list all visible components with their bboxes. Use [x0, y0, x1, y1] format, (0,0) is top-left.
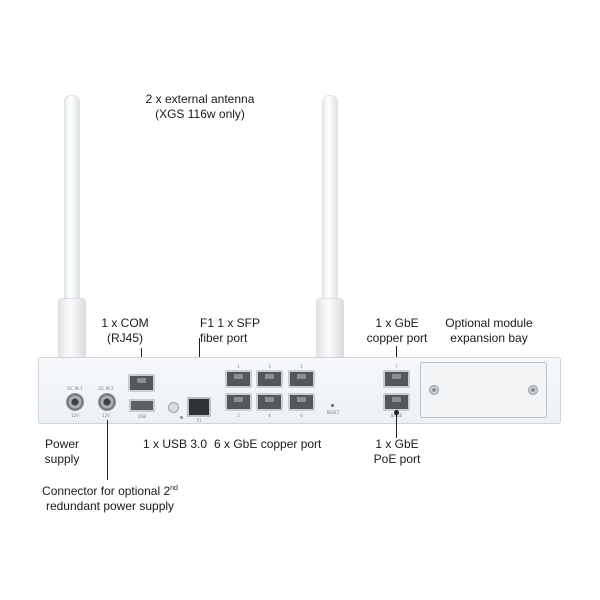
poe-label: 1 x GbE PoE port [360, 437, 434, 467]
dc-in-1-connector [66, 393, 84, 411]
sfp-label: F1 1 x SFP fiber port [200, 316, 260, 346]
port-number-3: 3 [268, 364, 271, 369]
gbe-port-7[interactable] [383, 370, 410, 388]
usb-port[interactable] [129, 399, 155, 412]
usb-label: 1 x USB 3.0 [143, 437, 208, 451]
poe-leader-dot [394, 410, 399, 415]
com-label: 1 x COM (RJ45) [95, 316, 155, 346]
status-led [180, 416, 183, 419]
left-antenna [64, 95, 80, 312]
reset-button[interactable] [331, 404, 334, 407]
power-label-line2: supply [44, 452, 80, 466]
gbe-port-4[interactable] [256, 393, 283, 411]
connector-label-line2: redundant power supply [45, 499, 175, 513]
usb-tag: USB [137, 414, 147, 419]
com-label-line1: 1 x COM [101, 316, 149, 330]
gbe-copper-label-line2: copper port [366, 331, 428, 345]
antenna-label: 2 x external antenna (XGS 116w only) [140, 92, 260, 122]
sfp-label-line1: F1 1 x SFP [200, 316, 261, 330]
poe-port-8[interactable] [383, 393, 410, 411]
poe-leader-line [396, 412, 398, 438]
right-antenna-base [316, 298, 344, 360]
connector-label-sup: nd [170, 485, 178, 492]
port-number-1: 1 [237, 364, 240, 369]
com-port[interactable] [128, 374, 155, 392]
port-number-4: 4 [268, 413, 271, 418]
com-label-line2: (RJ45) [106, 331, 143, 345]
connector-label: Connector for optional 2nd redundant pow… [30, 481, 190, 514]
appliance-back-panel: DC IN 1 12V DC IN 2 12V USB F1 1 3 5 2 4… [38, 357, 561, 424]
sfp-label-line2: fiber port [200, 331, 248, 345]
antenna-label-line2: (XGS 116w only) [155, 107, 245, 121]
gbe-port-2[interactable] [225, 393, 252, 411]
left-antenna-base [58, 298, 86, 360]
poe-label-line2: PoE port [373, 452, 421, 466]
gbe-port-1[interactable] [225, 370, 252, 388]
module-bay-label-line2: expansion bay [450, 331, 528, 345]
gbe-copper-label-line1: 1 x GbE [375, 316, 419, 330]
dc-in-2-volt: 12V [102, 413, 110, 418]
reset-tag: RESET [326, 410, 340, 415]
connector-label-text: Connector for optional 2 [42, 484, 171, 498]
dc-in-1-tag: DC IN 1 [67, 386, 83, 391]
antenna-label-line1: 2 x external antenna [145, 92, 255, 106]
module-expansion-bay[interactable] [420, 362, 547, 418]
module-bay-label-line1: Optional module [445, 316, 533, 330]
dc-in-2-connector [98, 393, 116, 411]
port-number-2: 2 [237, 413, 240, 418]
dc-in-1-volt: 12V [71, 413, 79, 418]
sfp-port[interactable] [187, 397, 211, 417]
gbe-port-3[interactable] [256, 370, 283, 388]
port-number-6: 6 [300, 413, 303, 418]
sfp-tag: F1 [196, 418, 202, 423]
power-label-line1: Power [44, 437, 79, 451]
ground-screw [168, 402, 179, 413]
connector-label-line1: Connector for optional 2nd [30, 481, 190, 499]
gbe-port-5[interactable] [288, 370, 315, 388]
six-gbe-label: 6 x GbE copper port [214, 437, 322, 451]
power-supply-label: Power supply [36, 437, 88, 467]
dc-in-2-tag: DC IN 2 [98, 386, 114, 391]
port-number-5: 5 [300, 364, 303, 369]
poe-label-line1: 1 x GbE [375, 437, 419, 451]
port-7-tag: 7 [395, 364, 398, 369]
right-antenna [322, 95, 338, 312]
gbe-copper-label: 1 x GbE copper port [360, 316, 434, 346]
bay-screw-left [429, 385, 439, 395]
gbe-port-6[interactable] [288, 393, 315, 411]
connector-leader-line [107, 420, 109, 480]
bay-screw-right [528, 385, 538, 395]
module-bay-label: Optional module expansion bay [434, 316, 544, 346]
